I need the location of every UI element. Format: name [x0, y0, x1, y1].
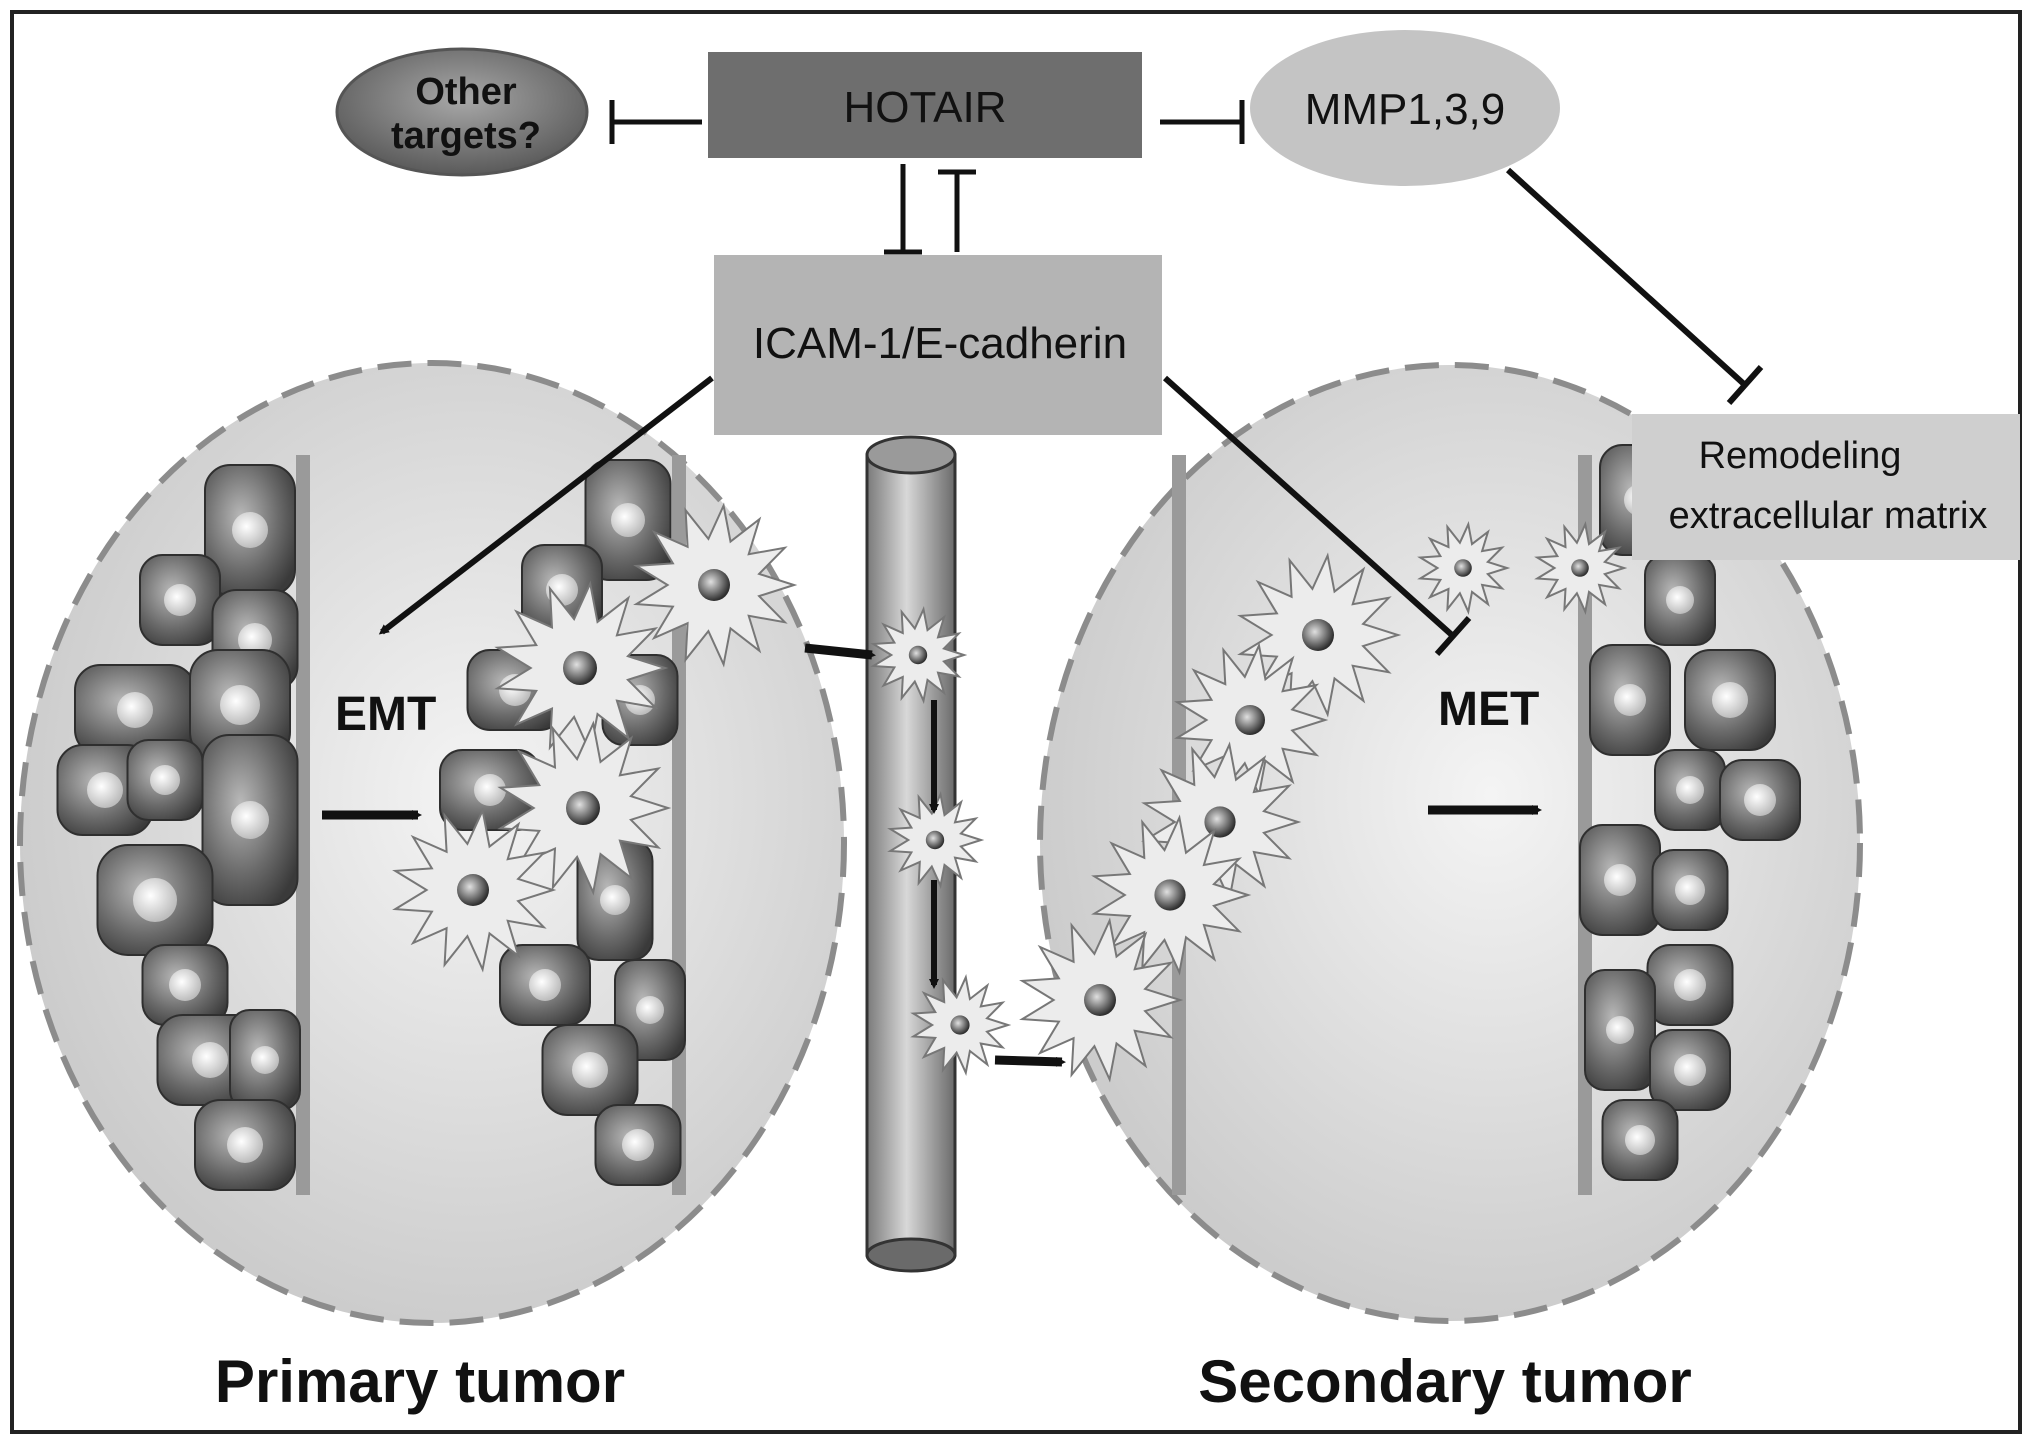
epithelial-cell [189, 649, 291, 761]
migrating-tumor-cell [1417, 521, 1511, 615]
remodeling-label-line1: Remodeling [1699, 435, 1902, 477]
epithelial-cell [499, 944, 591, 1026]
icam-inhibits-met-line [1162, 375, 1456, 639]
mmp-label: MMP1,3,9 [1305, 85, 1506, 134]
migrating-tumor-cell [1173, 642, 1329, 798]
primary-mesenchymal-cells [392, 502, 798, 973]
epithelial-cell [1646, 944, 1734, 1026]
secondary-epithelial-cells [1579, 444, 1801, 1181]
emt-label: EMT [335, 688, 436, 741]
extravasation-arrow [994, 1055, 1066, 1067]
mmp-inhibits-remodeling-line [1505, 167, 1748, 388]
vessel-bottom [865, 1237, 957, 1273]
epithelial-cell [229, 1009, 301, 1111]
primary-tumor: EMT [17, 360, 847, 1326]
migrating-tumor-cell [1534, 521, 1628, 615]
intravasation-arrow [804, 643, 876, 660]
primary-tumor-caption: Primary tumor [215, 1348, 625, 1415]
remodeling-box [1632, 414, 2020, 560]
epithelial-cell [1649, 1029, 1731, 1111]
met-label: MET [1438, 683, 1539, 736]
epithelial-cell [1684, 649, 1776, 751]
secondary-migrating-cells [1019, 521, 1628, 1083]
icam-inhibits-met-bar [1434, 616, 1472, 656]
icam-box [714, 255, 1162, 435]
circulating-tumor-cells [870, 606, 1012, 1076]
hotair-box [708, 52, 1142, 158]
secondary-tumor: MET [1019, 362, 1863, 1324]
other-targets-ellipse [335, 47, 589, 177]
epithelial-cell [194, 1099, 296, 1191]
primary-membrane-left [296, 455, 310, 1195]
mmp-inhibits-remodeling-bar [1726, 365, 1764, 405]
epithelial-cell [141, 944, 229, 1026]
epithelial-cell [1719, 759, 1801, 841]
mesenchymal-cell [497, 720, 672, 896]
hotair-label: HOTAIR [844, 83, 1007, 132]
epithelial-cell [541, 1024, 639, 1116]
mesenchymal-cell [494, 580, 669, 756]
epithelial-cell [1601, 1099, 1679, 1181]
epithelial-cell [594, 1104, 682, 1186]
blood-vessel [804, 435, 1066, 1273]
epithelial-cell [201, 734, 299, 906]
migrating-tumor-cell [1091, 814, 1252, 976]
primary-epithelial-cells-left [56, 464, 301, 1191]
vessel-opening [865, 435, 957, 475]
mmp-ellipse [1250, 30, 1560, 186]
icam-label: ICAM-1/E-cadherin [753, 319, 1127, 368]
epithelial-cell [139, 554, 221, 646]
epithelial-cell [126, 739, 204, 821]
epithelial-cell [584, 459, 672, 581]
other-targets-label-line1: Other [415, 71, 517, 113]
icam-activates-emt-arrow [378, 375, 714, 635]
epithelial-cell [1654, 749, 1726, 831]
circulating-tumor-cell [910, 974, 1012, 1076]
remodeling-label-line2: extracellular matrix [1669, 495, 1988, 537]
epithelial-cell [1644, 554, 1716, 646]
epithelial-cell [1651, 849, 1729, 931]
secondary-tumor-caption: Secondary tumor [1198, 1348, 1691, 1415]
epithelial-cell [1584, 969, 1656, 1091]
circulating-tumor-cell [887, 791, 985, 889]
regulatory-network: HOTAIR Other targets? MMP1,3,9 ICAM-1/E-… [335, 30, 2020, 656]
epithelial-cell [1579, 824, 1661, 936]
migrating-tumor-cell [1019, 917, 1184, 1083]
mesenchymal-cell [392, 807, 557, 973]
epithelial-cell [439, 749, 541, 831]
epithelial-cell [96, 844, 214, 956]
mesenchymal-cell [633, 502, 798, 668]
circulating-tumor-cell [870, 606, 968, 704]
other-targets-label-line2: targets? [391, 115, 541, 157]
epithelial-cell [1589, 644, 1671, 756]
epithelial-cell [204, 464, 296, 596]
primary-tissue-ellipse [17, 360, 847, 1326]
